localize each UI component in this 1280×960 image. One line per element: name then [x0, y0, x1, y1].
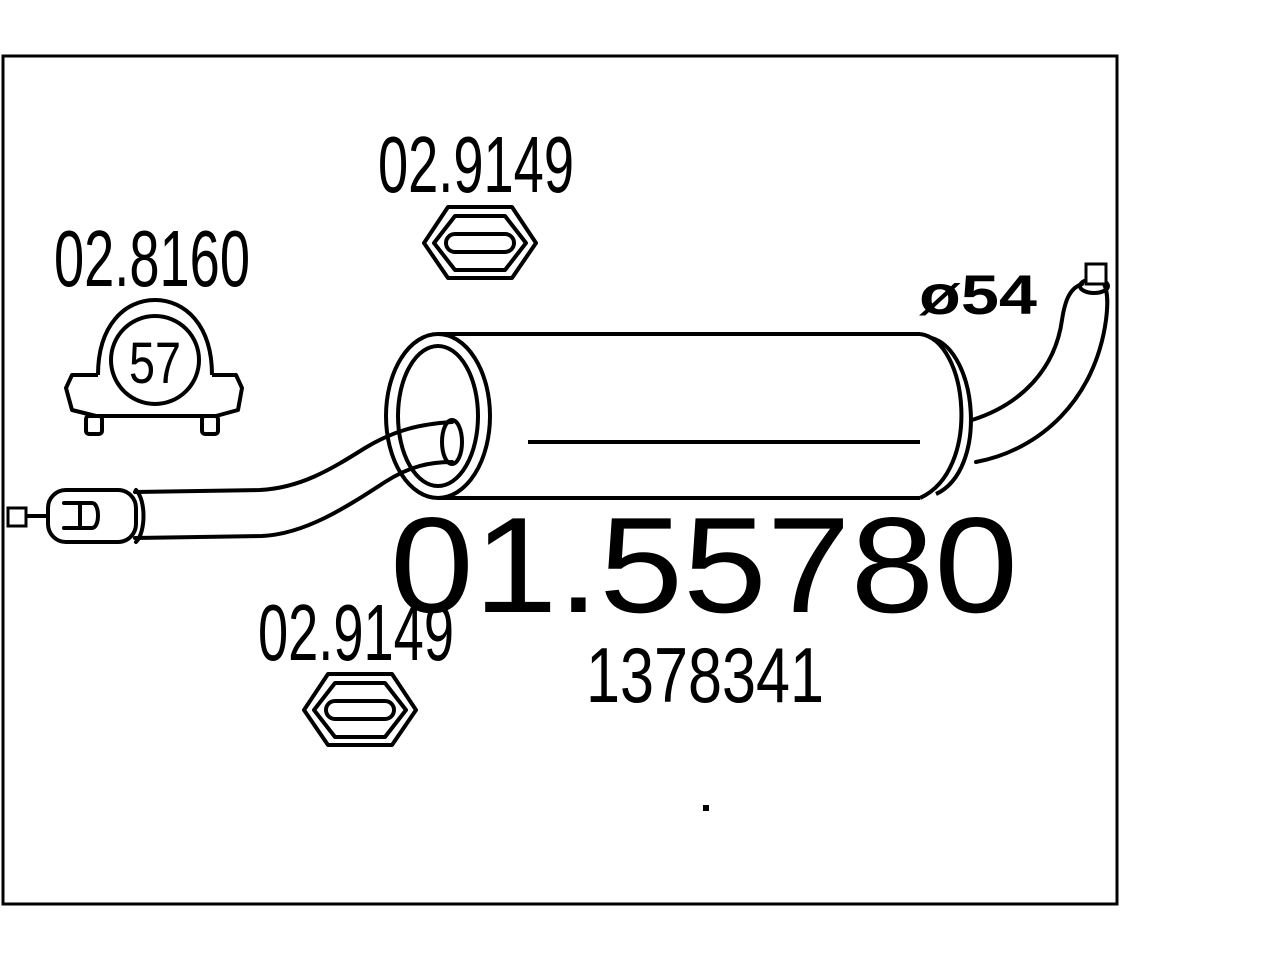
inlet-end-marker — [6, 506, 28, 528]
diagram-frame — [1, 54, 1119, 906]
pipe-diameter-label: ø54 — [919, 263, 1037, 326]
oe-number: 1378341 — [586, 631, 824, 719]
gasket-top-icon — [422, 205, 538, 280]
gasket-bottom-part-number: 02.9149 — [258, 588, 454, 677]
clamp-diameter-label: 57 — [129, 331, 181, 396]
gasket-bottom-icon — [302, 672, 418, 747]
main-part-number: 01.55780 — [390, 489, 1018, 641]
outlet-end-marker — [1084, 262, 1108, 286]
gasket-top-part-number: 02.9149 — [378, 120, 574, 209]
dot-mark — [703, 805, 709, 811]
clamp-icon — [64, 298, 244, 436]
clamp-part-number: 02.8160 — [54, 214, 250, 303]
inlet-pipe — [26, 418, 464, 544]
muffler-body — [384, 332, 973, 500]
